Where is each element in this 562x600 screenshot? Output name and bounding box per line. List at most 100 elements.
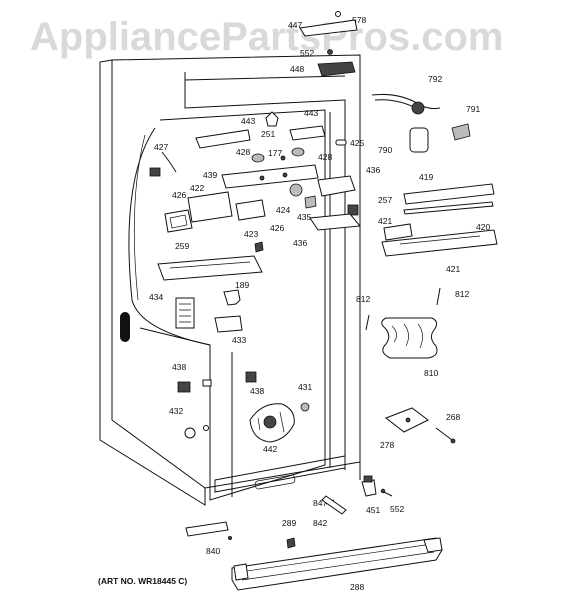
svg-text:447: 447 <box>288 20 302 30</box>
part-420: 420 <box>403 201 494 232</box>
part-792: 792 <box>371 74 442 115</box>
part-428-right: 428 <box>291 147 332 162</box>
watermark-text: AppliancePartsPros.com <box>30 15 504 59</box>
part-278: 278 <box>380 407 429 450</box>
part-251: 251 <box>261 111 279 139</box>
part-426-right: 426 <box>235 199 284 233</box>
part-439: 439 <box>203 164 319 189</box>
part-443-left: 443 <box>195 116 255 149</box>
part-436-plate: 436 <box>293 213 361 248</box>
part-288: 288 <box>231 537 443 592</box>
part-438-right: 438 <box>245 371 264 396</box>
part-427: 427 <box>149 142 177 177</box>
svg-text:443: 443 <box>241 116 255 126</box>
part-268: 268 <box>435 412 460 444</box>
part-842: 842 <box>313 495 347 528</box>
svg-text:443: 443 <box>304 108 318 118</box>
svg-text:189: 189 <box>235 280 249 290</box>
part-421-long: 421 <box>381 229 498 274</box>
svg-text:840: 840 <box>206 546 220 556</box>
svg-text:552: 552 <box>300 48 314 58</box>
svg-text:428: 428 <box>318 152 332 162</box>
part-434: 434 <box>149 292 195 329</box>
svg-text:426: 426 <box>172 190 186 200</box>
svg-text:436: 436 <box>293 238 307 248</box>
part-433: 433 <box>214 315 246 345</box>
svg-text:433: 433 <box>232 335 246 345</box>
svg-text:257: 257 <box>378 195 392 205</box>
part-425: 425 <box>335 138 364 148</box>
svg-text:792: 792 <box>428 74 442 84</box>
part-442: 442 <box>249 403 295 454</box>
part-812-right: 812 <box>436 287 469 306</box>
part-812-left: 812 <box>356 294 370 331</box>
part-443-right: 443 <box>289 108 326 141</box>
svg-text:435: 435 <box>297 212 311 222</box>
svg-text:421: 421 <box>378 216 392 226</box>
svg-text:424: 424 <box>276 205 290 215</box>
part-435: 435 <box>297 195 317 222</box>
svg-text:427: 427 <box>154 142 168 152</box>
svg-text:438: 438 <box>172 362 186 372</box>
svg-text:177: 177 <box>268 148 282 158</box>
svg-text:421: 421 <box>446 264 460 274</box>
part-810: 810 <box>381 317 438 378</box>
svg-text:810: 810 <box>424 368 438 378</box>
part-421-small: 421 <box>378 216 413 241</box>
part-451: 451 <box>361 475 380 515</box>
part-426-left: 426 <box>164 190 193 233</box>
part-177: 177 <box>268 148 286 161</box>
svg-text:268: 268 <box>446 412 460 422</box>
svg-text:552: 552 <box>390 504 404 514</box>
part-428-left: 428 <box>236 147 265 163</box>
svg-text:442: 442 <box>263 444 277 454</box>
part-259: 259 <box>157 241 263 281</box>
part-791: 791 <box>451 104 480 141</box>
part-438-left: 438 <box>172 362 212 393</box>
svg-text:289: 289 <box>282 518 296 528</box>
part-578: 578 <box>335 11 366 25</box>
svg-text:434: 434 <box>149 292 163 302</box>
svg-text:428: 428 <box>236 147 250 157</box>
part-422: 422 <box>187 183 233 223</box>
svg-text:842: 842 <box>313 518 327 528</box>
svg-text:432: 432 <box>169 406 183 416</box>
svg-text:431: 431 <box>298 382 312 392</box>
part-447: 447 <box>288 19 358 37</box>
svg-text:439: 439 <box>203 170 217 180</box>
part-790: 790 <box>378 127 429 155</box>
svg-text:578: 578 <box>352 15 366 25</box>
svg-text:438: 438 <box>250 386 264 396</box>
part-436-top: 436 <box>317 165 380 197</box>
part-448: 448 <box>290 61 356 77</box>
part-431: 431 <box>298 382 312 412</box>
svg-text:448: 448 <box>290 64 304 74</box>
part-552-top: 552 <box>300 48 333 58</box>
cabinet-frame <box>99 54 361 506</box>
part-423: 423 <box>244 229 264 253</box>
svg-text:259: 259 <box>175 241 189 251</box>
art-number-label: (ART NO. WR18445 C) <box>98 576 187 586</box>
svg-text:288: 288 <box>350 582 364 592</box>
part-552-bottom: 552 <box>380 488 404 514</box>
svg-text:847: 847 <box>313 498 327 508</box>
svg-text:425: 425 <box>350 138 364 148</box>
part-257: 257 <box>347 195 392 216</box>
svg-text:423: 423 <box>244 229 258 239</box>
part-424: 424 <box>276 183 303 215</box>
part-289: 289 <box>282 518 296 549</box>
svg-text:278: 278 <box>380 440 394 450</box>
svg-text:790: 790 <box>378 145 392 155</box>
svg-text:422: 422 <box>190 183 204 193</box>
svg-text:436: 436 <box>366 165 380 175</box>
svg-text:791: 791 <box>466 104 480 114</box>
svg-text:812: 812 <box>356 294 370 304</box>
part-840: 840 <box>185 521 232 556</box>
part-419: 419 <box>403 172 495 205</box>
svg-text:251: 251 <box>261 129 275 139</box>
svg-text:419: 419 <box>419 172 433 182</box>
svg-text:451: 451 <box>366 505 380 515</box>
svg-text:420: 420 <box>476 222 490 232</box>
